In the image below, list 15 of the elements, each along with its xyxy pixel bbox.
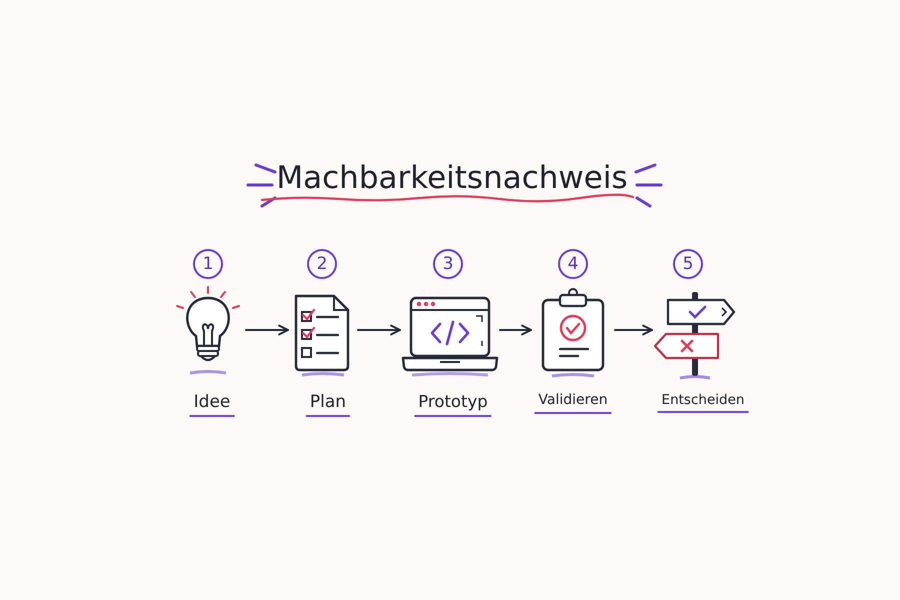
arrow [499, 324, 532, 336]
arrow [614, 324, 653, 336]
step-label: Validieren [534, 392, 612, 414]
step-number: 4 [558, 249, 588, 279]
step-number: 1 [193, 249, 223, 279]
step-label: Plan [306, 392, 350, 418]
step-label: Idee [190, 392, 234, 418]
step-number: 2 [307, 249, 337, 279]
step-number: 5 [673, 249, 703, 279]
arrow [357, 324, 401, 336]
step-label: Prototyp [414, 392, 492, 417]
arrow [245, 324, 289, 336]
title: Machbarkeitsnachweis [276, 161, 628, 196]
step-label: Entscheiden [658, 392, 748, 414]
step-number: 3 [433, 249, 463, 279]
